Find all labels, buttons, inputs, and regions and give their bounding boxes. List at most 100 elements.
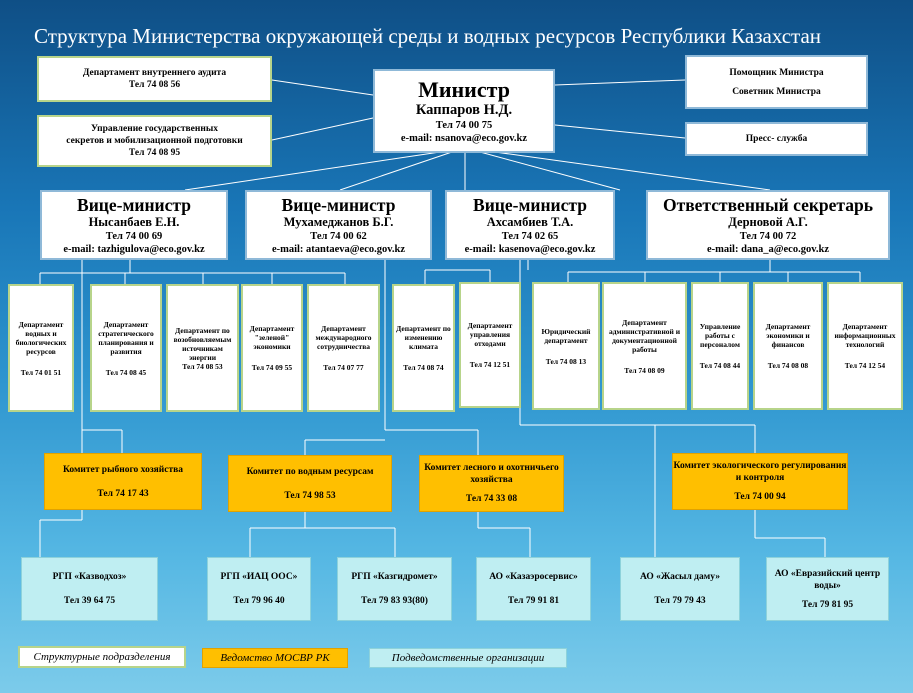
vice-minister-role: Вице-министр bbox=[77, 194, 191, 215]
committee-name: Комитет рыбного хозяйства bbox=[62, 464, 184, 475]
legend-agency: Ведомство МОСВР РК bbox=[202, 648, 348, 668]
department-box: Департамент экономики и финансов Тел 74 … bbox=[753, 282, 823, 410]
vice-minister-tel: Тел 74 00 69 bbox=[105, 230, 163, 242]
vice-minister-name: Нысанбаев Е.Н. bbox=[88, 214, 180, 229]
organization-tel: Тел 79 81 95 bbox=[801, 599, 854, 610]
department-tel: Тел 74 12 51 bbox=[469, 360, 511, 369]
department-box: Управление работы с персоналом Тел 74 08… bbox=[691, 282, 749, 410]
audit-department-name: Департамент внутреннего аудита bbox=[82, 68, 227, 78]
department-tel: Тел 74 08 44 bbox=[699, 361, 741, 370]
department-box: Департамент водных и биологических ресур… bbox=[8, 284, 74, 412]
organization-name: АО «Жасыл даму» bbox=[640, 572, 720, 582]
vice-minister-tel: Тел 74 02 65 bbox=[501, 230, 559, 242]
committee-name: Комитет экологического регулирования и к… bbox=[673, 461, 847, 483]
department-name: Управление работы с персоналом bbox=[699, 322, 741, 349]
department-box: Департамент управления отходами Тел 74 1… bbox=[459, 282, 521, 408]
department-name: Департамент информационных технологий bbox=[834, 322, 896, 349]
committee-tel: Тел 74 17 43 bbox=[97, 488, 149, 499]
vice-minister-name: Ахсамбиев Т.А. bbox=[486, 214, 574, 229]
department-box: Департамент стратегического планирования… bbox=[90, 284, 162, 412]
audit-department-box: Департамент внутреннего аудита Тел 74 08… bbox=[37, 56, 272, 102]
vice-minister-email: e-mail: kasenova@eco.gov.kz bbox=[464, 243, 596, 255]
organization-box: РГП «Казводхоз» Тел 39 64 75 bbox=[21, 557, 158, 621]
vice-minister-3-box: Вице-министр Ахсамбиев Т.А. Тел 74 02 65… bbox=[445, 190, 615, 260]
minister-role: Министр bbox=[418, 77, 510, 102]
department-name: Департамент экономики и финансов bbox=[765, 322, 811, 349]
organization-name: РГП «ИАЦ ООС» bbox=[220, 572, 298, 582]
vice-minister-email: e-mail: atantaeva@eco.gov.kz bbox=[271, 243, 406, 255]
executive-secretary-tel: Тел 74 00 72 bbox=[739, 230, 797, 242]
advisor-line2: Советник Министра bbox=[732, 86, 821, 97]
organization-box: АО «Евразийский центр воды» Тел 79 81 95 bbox=[766, 557, 889, 621]
legend-subordinate-label: Подведомственные организации bbox=[391, 652, 545, 664]
vice-minister-2-box: Вице-министр Мухамеджанов Б.Г. Тел 74 00… bbox=[245, 190, 432, 260]
department-box: Департамент международного сотрудничеств… bbox=[307, 284, 380, 412]
committee-tel: Тел 74 98 53 bbox=[284, 490, 336, 501]
committee-name: Комитет по водным ресурсам bbox=[246, 466, 374, 477]
committee-box: Комитет лесного и охотничьего хозяйства … bbox=[419, 455, 564, 512]
executive-secretary-name: Дерновой А.Г. bbox=[728, 214, 808, 229]
organization-name: РГП «Казгидромет» bbox=[351, 572, 438, 582]
organization-name: РГП «Казводхоз» bbox=[52, 572, 127, 582]
vice-minister-role: Вице-министр bbox=[281, 194, 396, 215]
executive-secretary-role: Ответственный секретарь bbox=[663, 194, 873, 215]
legend-structural-units: Структурные подразделения bbox=[18, 646, 186, 668]
department-name: Департамент по изменению климата bbox=[396, 324, 451, 351]
department-name: Департамент по возобновляемым источникам… bbox=[173, 325, 232, 362]
organization-tel: Тел 39 64 75 bbox=[63, 596, 116, 606]
department-tel: Тел 74 07 77 bbox=[323, 363, 364, 372]
vice-minister-role: Вице-министр bbox=[473, 194, 587, 215]
organization-tel: Тел 79 91 81 bbox=[507, 596, 560, 606]
page-title: Структура Министерства окружающей среды … bbox=[34, 24, 822, 48]
minister-email: e-mail: nsanova@eco.gov.kz bbox=[400, 133, 528, 144]
vice-minister-1-box: Вице-министр Нысанбаев Е.Н. Тел 74 00 69… bbox=[40, 190, 228, 260]
minister-box: Министр Каппаров Н.Д. Тел 74 00 75 e-mai… bbox=[373, 69, 555, 153]
committee-tel: Тел 74 33 08 bbox=[465, 494, 518, 504]
organization-box: АО «Казаэросервис» Тел 79 91 81 bbox=[476, 557, 591, 621]
secrets-office-tel: Тел 74 08 95 bbox=[128, 148, 181, 158]
department-tel: Тел 74 12 54 bbox=[844, 361, 886, 370]
committee-tel: Тел 74 00 94 bbox=[734, 492, 786, 502]
secrets-office-line2: секретов и мобилизационной подготовки bbox=[66, 136, 243, 146]
department-tel: Тел 74 08 45 bbox=[105, 367, 147, 377]
audit-department-tel: Тел 74 08 56 bbox=[128, 80, 181, 90]
department-tel: Тел 74 01 51 bbox=[20, 367, 62, 377]
minister-tel: Тел 74 00 75 bbox=[435, 120, 493, 131]
department-box: Департамент информационных технологий Те… bbox=[827, 282, 903, 410]
department-box: Юридический департамент Тел 74 08 13 bbox=[532, 282, 600, 410]
department-tel: Тел 74 08 08 bbox=[767, 361, 809, 370]
secrets-office-box: Управление государственных секретов и мо… bbox=[37, 115, 272, 167]
department-tel: Тел 74 08 09 bbox=[624, 365, 665, 375]
organization-name: АО «Казаэросервис» bbox=[489, 572, 578, 582]
organization-tel: Тел 79 96 40 bbox=[233, 596, 285, 606]
department-box: Департамент по возобновляемым источникам… bbox=[166, 284, 239, 412]
vice-minister-tel: Тел 74 00 62 bbox=[310, 230, 367, 242]
department-name: Департамент "зеленой" экономики bbox=[249, 324, 295, 351]
committee-name: Комитет лесного и охотничьего хозяйства bbox=[424, 463, 559, 485]
committee-box: Комитет рыбного хозяйства Тел 74 17 43 bbox=[44, 453, 202, 510]
legend-agency-label: Ведомство МОСВР РК bbox=[220, 652, 330, 664]
organization-box: АО «Жасыл даму» Тел 79 79 43 bbox=[620, 557, 740, 621]
minister-name: Каппаров Н.Д. bbox=[415, 102, 513, 118]
department-tel: Тел 74 08 13 bbox=[545, 356, 587, 366]
committee-box: Комитет экологического регулирования и к… bbox=[672, 453, 848, 510]
vice-minister-name: Мухамеджанов Б.Г. bbox=[283, 214, 394, 229]
executive-secretary-box: Ответственный секретарь Дерновой А.Г. Те… bbox=[646, 190, 890, 260]
organization-box: РГП «ИАЦ ООС» Тел 79 96 40 bbox=[207, 557, 311, 621]
department-tel: Тел 74 08 53 bbox=[182, 361, 223, 371]
department-tel: Тел 74 08 74 bbox=[403, 363, 444, 372]
department-tel: Тел 74 09 55 bbox=[251, 363, 293, 372]
organization-tel: Тел 79 79 43 bbox=[654, 596, 706, 606]
assistant-line1: Помощник Министра bbox=[729, 67, 824, 78]
vice-minister-email: e-mail: tazhigulova@eco.gov.kz bbox=[63, 243, 205, 255]
committee-box: Комитет по водным ресурсам Тел 74 98 53 bbox=[228, 455, 392, 512]
department-name: Департамент административной и документа… bbox=[608, 317, 681, 354]
department-box: Департамент административной и документа… bbox=[602, 282, 687, 410]
assistant-box: Помощник Министра Советник Министра bbox=[685, 55, 868, 109]
organization-box: РГП «Казгидромет» Тел 79 83 93(80) bbox=[337, 557, 452, 621]
department-box: Департамент по изменению климата Тел 74 … bbox=[392, 284, 455, 412]
press-service-label: Пресс- служба bbox=[745, 134, 808, 144]
department-name: Департамент стратегического планирования… bbox=[98, 319, 154, 356]
department-name: Департамент управления отходами bbox=[467, 321, 513, 348]
